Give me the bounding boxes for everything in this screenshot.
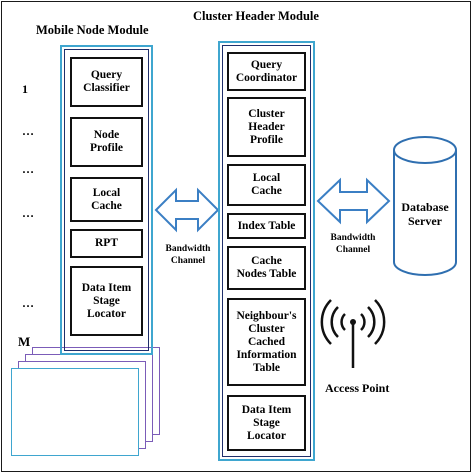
access-point-label: Access Point <box>325 381 390 395</box>
mobile-node-index-1: 1 <box>22 82 28 96</box>
cluster-cache-nodes-table-box: Cache Nodes Table <box>227 246 306 290</box>
right-bandwidth-channel-label: Bandwidth Channel <box>330 233 376 255</box>
mobile-node-profile-box: Node Profile <box>70 117 143 167</box>
cluster-header-profile-box: Cluster Header Profile <box>227 97 306 157</box>
cluster-data-item-stage-locator-box: Data Item Stage Locator <box>227 395 306 451</box>
mobile-node-module-inner <box>64 49 149 351</box>
cluster-local-cache-box: Local Cache <box>227 164 306 206</box>
cluster-query-coordinator-box: Query Coordinator <box>227 52 306 91</box>
mobile-node-ellipsis-4: … <box>22 296 34 310</box>
mobile-node-stack-front <box>11 368 139 456</box>
cluster-neighbours-cached-info-table-box: Neighbour's Cluster Cached Information T… <box>227 298 306 386</box>
mobile-node-module <box>60 45 153 355</box>
cluster-header-module <box>218 41 315 461</box>
mobile-module-title: Mobile Node Module <box>36 23 149 37</box>
mobile-rpt-box: RPT <box>70 229 143 258</box>
mobile-node-ellipsis-1: … <box>22 124 34 138</box>
mobile-local-cache-box: Local Cache <box>70 177 143 222</box>
cluster-index-table-box: Index Table <box>227 213 306 239</box>
mobile-data-item-stage-locator-box: Data Item Stage Locator <box>70 266 143 336</box>
mobile-node-ellipsis-3: … <box>22 206 34 220</box>
mobile-node-ellipsis-2: … <box>22 162 34 176</box>
database-server-label: Database Server <box>401 200 449 228</box>
mobile-node-index-m: M <box>18 334 31 349</box>
cluster-header-module-inner <box>222 45 311 457</box>
cluster-module-title: Cluster Header Module <box>193 9 319 23</box>
mobile-query-classifier-box: Query Classifier <box>70 57 143 107</box>
left-bandwidth-channel-label: Bandwidth Channel <box>165 244 211 266</box>
